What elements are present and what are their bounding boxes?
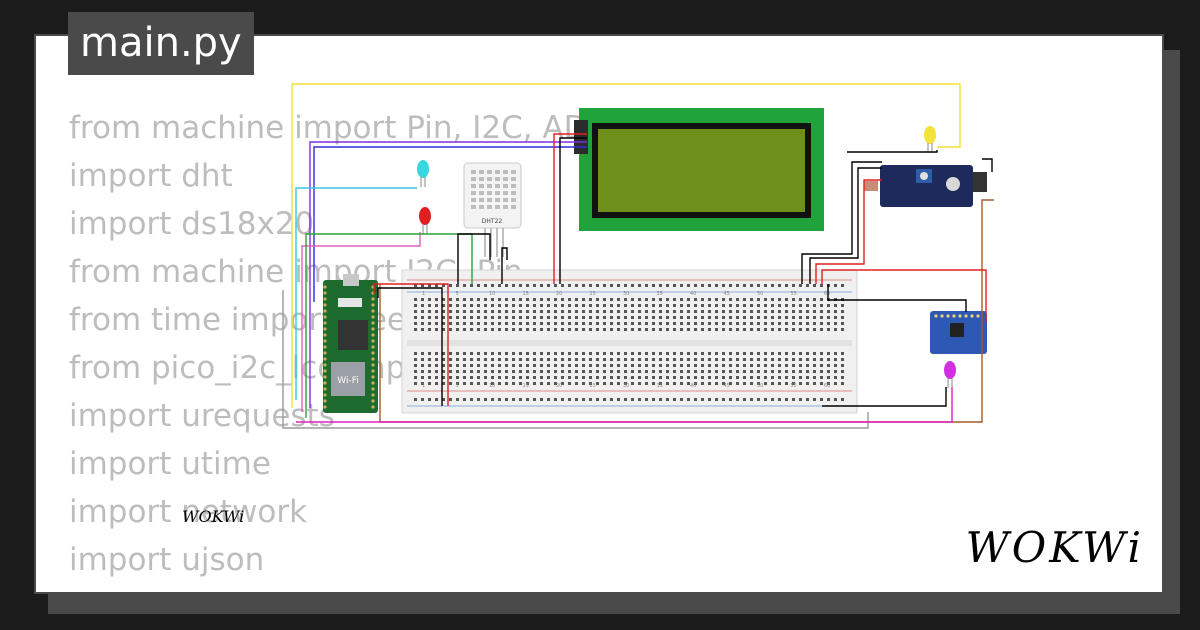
breadboard-column-number: 1 (422, 383, 425, 389)
led-red[interactable] (419, 207, 431, 234)
breadboard[interactable]: 1155101015152020252530303535404045455050… (401, 269, 858, 414)
wifi-module-label: Wi-Fi (337, 376, 358, 386)
wokwi-logo: WOKWi (965, 523, 1144, 572)
code-line: import dht (69, 158, 233, 194)
breadboard-column-number: 40 (690, 383, 696, 389)
led-cyan[interactable] (417, 160, 429, 187)
breadboard-column-number: 60 (824, 383, 830, 389)
code-line: import network (69, 494, 308, 530)
dht22-sensor[interactable]: DHT22 (463, 162, 522, 257)
file-tab-main[interactable]: main.py (68, 12, 254, 75)
pico-board[interactable]: Wi-Fi (323, 274, 378, 413)
breadboard-column-number: 35 (657, 291, 663, 297)
code-line: import ds18x20 (69, 206, 315, 242)
breadboard-column-number: 30 (623, 291, 629, 297)
circuit-diagram[interactable]: 1155101015152020252530303535404045455050… (36, 36, 1164, 594)
breadboard-column-number: 15 (523, 291, 529, 297)
ldr-sensor-module[interactable] (864, 165, 987, 207)
breadboard-column-number: 55 (791, 383, 797, 389)
breadboard-column-number: 45 (724, 291, 730, 297)
preview-card[interactable]: from machine import Pin, I2C, ADC import… (34, 34, 1164, 594)
breadboard-column-number: 20 (556, 291, 562, 297)
breadboard-column-number: 20 (556, 383, 562, 389)
led-yellow[interactable] (924, 126, 936, 153)
code-line: import ujson (69, 542, 265, 578)
breadboard-column-number: 50 (757, 383, 763, 389)
breadboard-column-number: 60 (824, 291, 830, 297)
breadboard-column-number: 5 (456, 383, 459, 389)
breadboard-column-number: 35 (657, 383, 663, 389)
breadboard-column-number: 15 (523, 383, 529, 389)
breadboard-column-number: 10 (489, 383, 495, 389)
breadboard-column-number: 25 (590, 291, 596, 297)
imu-module[interactable] (930, 311, 987, 354)
wokwi-small-logo: WOKWi (182, 507, 244, 526)
led-magenta[interactable] (944, 361, 956, 388)
breadboard-column-number: 40 (690, 291, 696, 297)
breadboard-column-number: 1 (422, 291, 425, 297)
breadboard-column-number: 10 (489, 291, 495, 297)
dht22-label: DHT22 (482, 218, 503, 225)
breadboard-column-number: 25 (590, 383, 596, 389)
breadboard-column-number: 50 (757, 291, 763, 297)
code-line: import utime (69, 446, 271, 482)
code-line: from machine import Pin, I2C, ADC (69, 110, 610, 146)
breadboard-column-number: 55 (791, 291, 797, 297)
wires (282, 83, 994, 429)
breadboard-column-number: 30 (623, 383, 629, 389)
breadboard-column-number: 5 (456, 291, 459, 297)
lcd-display[interactable] (574, 108, 824, 231)
breadboard-column-number: 45 (724, 383, 730, 389)
